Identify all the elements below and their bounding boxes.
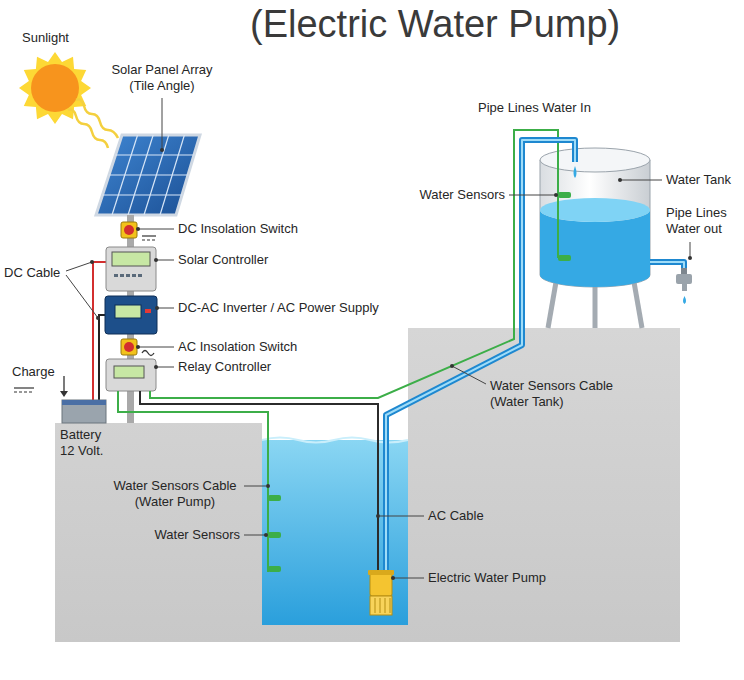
callout-label: Battery 12 Volt. bbox=[60, 427, 118, 459]
callout-label: Water Sensors bbox=[155, 527, 241, 543]
callout-label: Water Sensors Cable (Water Pump) bbox=[108, 478, 242, 510]
pump-body bbox=[370, 572, 392, 596]
battery bbox=[62, 400, 106, 423]
inverter bbox=[105, 296, 157, 334]
charge-arrow bbox=[63, 376, 64, 392]
dc-cable-red bbox=[93, 262, 106, 401]
inverter-indicator bbox=[145, 309, 151, 313]
tank-top bbox=[540, 148, 650, 172]
tap-handle bbox=[681, 268, 687, 274]
pump-cap bbox=[368, 570, 394, 575]
callout-label: AC Cable bbox=[428, 508, 484, 524]
water-drop bbox=[574, 166, 577, 178]
solar-controller bbox=[106, 247, 156, 291]
callout-label: DC Cable bbox=[4, 265, 60, 281]
tap-body bbox=[676, 274, 692, 284]
callout-label: Water Tank bbox=[666, 172, 731, 188]
ac-switch bbox=[121, 339, 137, 355]
supply-pipe bbox=[386, 140, 575, 574]
leader-lines bbox=[66, 98, 690, 578]
ac-symbol bbox=[142, 351, 154, 356]
ac-switch-knob bbox=[124, 342, 134, 352]
tank-sensors bbox=[558, 192, 571, 261]
callout-label: Relay Controller bbox=[178, 359, 271, 375]
tank-sensor-cable bbox=[557, 150, 559, 258]
dc-symbol bbox=[14, 388, 34, 392]
callout-label: Solar Controller bbox=[178, 252, 268, 268]
charge-arrowhead bbox=[60, 391, 68, 397]
pump-intake bbox=[370, 596, 392, 615]
inverter-screen bbox=[115, 305, 141, 318]
outlet-pipe-highlight bbox=[650, 262, 684, 274]
sun-beam bbox=[68, 110, 108, 148]
tap-drop bbox=[683, 296, 686, 304]
controller-buttons bbox=[114, 274, 142, 277]
tank-water-top bbox=[540, 198, 650, 222]
relay-screen bbox=[114, 366, 144, 378]
callout-label: Water Sensors bbox=[420, 187, 506, 203]
callout-label: Pipe Lines Water In bbox=[478, 100, 591, 116]
tank-legs bbox=[548, 282, 642, 328]
callout-label: DC Insolation Switch bbox=[178, 221, 298, 237]
diagram-title: (Electric Water Pump) bbox=[250, 4, 620, 46]
callout-label: Charge bbox=[12, 364, 55, 380]
dc-symbol bbox=[142, 236, 156, 240]
supply-pipe-highlight bbox=[386, 140, 575, 574]
dc-switch bbox=[121, 222, 137, 238]
callout-label: DC-AC Inverter / AC Power Supply bbox=[178, 300, 379, 316]
callout-label: Sunlight bbox=[22, 30, 69, 46]
ground bbox=[55, 328, 680, 642]
callout-label: Solar Panel Array (Tile Angle) bbox=[100, 62, 224, 94]
water-tank bbox=[540, 160, 650, 287]
callout-label: Pipe Lines Water out bbox=[666, 205, 740, 237]
solar-panel bbox=[96, 135, 200, 215]
controller-screen bbox=[112, 252, 150, 266]
callout-label: Water Sensors Cable (Water Tank) bbox=[490, 378, 640, 410]
callout-label: AC Insolation Switch bbox=[178, 339, 297, 355]
sun bbox=[31, 64, 79, 112]
panel-grid bbox=[103, 135, 195, 215]
pump-grille bbox=[375, 598, 390, 613]
callout-label: Electric Water Pump bbox=[428, 570, 546, 586]
sun-beam bbox=[76, 100, 118, 138]
outlet-pipe bbox=[650, 262, 684, 274]
sun-rays bbox=[19, 52, 91, 124]
relay-controller bbox=[106, 359, 156, 391]
well-sensors bbox=[268, 495, 281, 572]
leader-dots bbox=[90, 148, 692, 580]
tap-spout bbox=[682, 284, 687, 291]
battery-top bbox=[62, 400, 106, 405]
dc-switch-knob bbox=[124, 225, 134, 235]
